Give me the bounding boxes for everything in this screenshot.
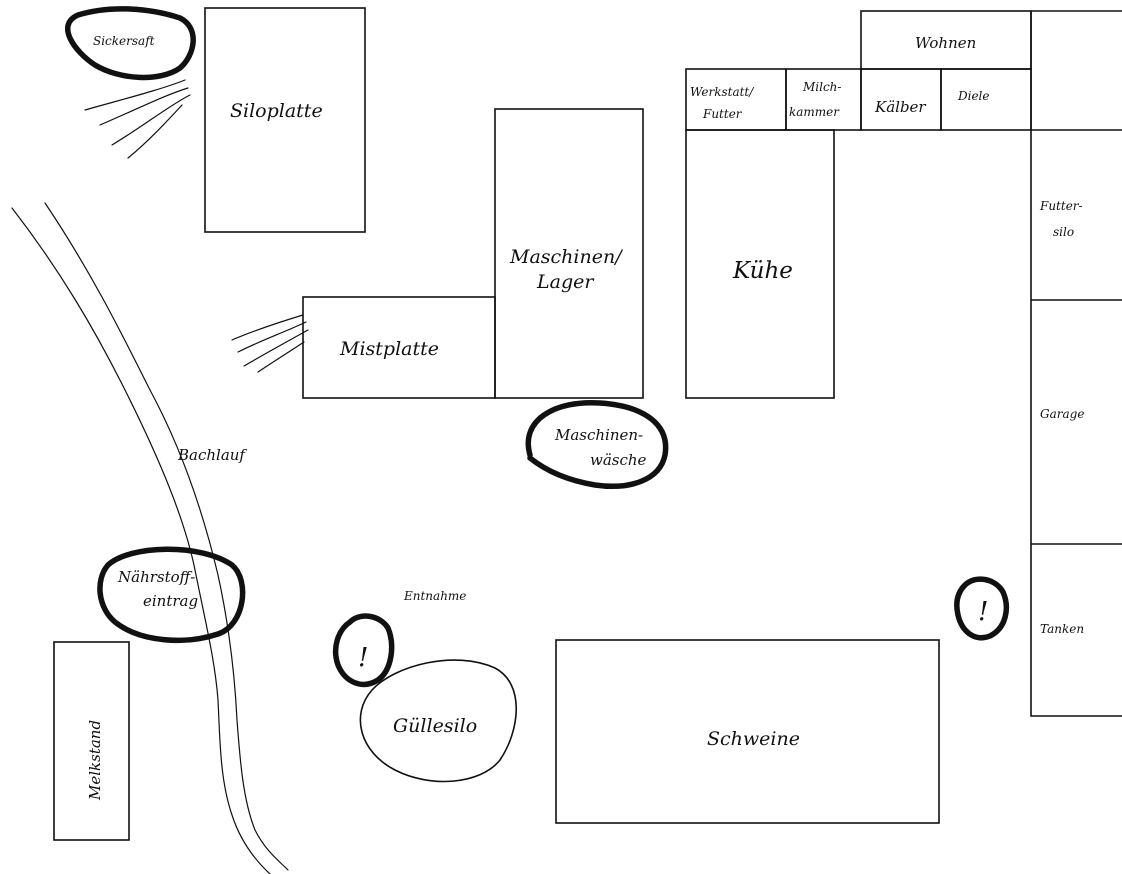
label-werkstatt-line1: Werkstatt/ bbox=[690, 85, 755, 99]
naehrstoffeintrag-highlight bbox=[97, 546, 246, 644]
milchkammer-room bbox=[785, 68, 862, 131]
sickersaft-highlight bbox=[65, 6, 196, 81]
label-naehrstoffeintrag-line2: eintrag bbox=[143, 592, 198, 610]
label-bachlauf: Bachlauf bbox=[177, 446, 247, 464]
guellesilo-tank bbox=[359, 659, 517, 783]
label-garage: Garage bbox=[1040, 407, 1084, 421]
entnahme-warning-mark: ! bbox=[358, 643, 368, 673]
label-milchkammer-line1: Milch- bbox=[802, 80, 841, 94]
tanken-warning-mark: ! bbox=[978, 597, 988, 627]
label-kuehe: Kühe bbox=[732, 258, 793, 284]
label-guellesilo: Güllesilo bbox=[393, 715, 477, 737]
label-maschinenwaesche-line1: Maschinen- bbox=[554, 426, 643, 444]
maschinenwaesche-highlight bbox=[525, 399, 669, 489]
kuehe-stall bbox=[685, 129, 835, 399]
mistplatte-runoff-lines bbox=[231, 314, 309, 373]
label-entnahme: Entnahme bbox=[403, 589, 466, 603]
label-diele: Diele bbox=[957, 89, 990, 103]
label-sickersaft: Sickersaft bbox=[93, 34, 155, 48]
label-tanken: Tanken bbox=[1040, 622, 1084, 636]
label-schweine: Schweine bbox=[707, 728, 800, 750]
right-building-strip bbox=[1030, 10, 1122, 717]
tanken-warning-highlight bbox=[954, 576, 1009, 641]
label-milchkammer-line2: kammer bbox=[789, 105, 840, 119]
label-mistplatte: Mistplatte bbox=[339, 338, 439, 360]
label-melkstand: Melkstand bbox=[86, 720, 104, 801]
schweine-stall bbox=[555, 639, 940, 824]
label-siloplatte: Siloplatte bbox=[230, 100, 323, 122]
label-kaelber: Kälber bbox=[874, 98, 926, 116]
entnahme-warning-highlight bbox=[332, 613, 395, 688]
maschinen-lager-building bbox=[494, 108, 644, 399]
label-futtersilo-line1: Futter- bbox=[1039, 199, 1083, 213]
melkstand-building bbox=[53, 641, 130, 841]
label-werkstatt-line2: Futter bbox=[702, 107, 743, 121]
label-futtersilo-line2: silo bbox=[1053, 225, 1074, 239]
stream-bachlauf bbox=[11, 202, 289, 874]
label-maschinen-lager-line2: Lager bbox=[536, 271, 595, 293]
label-naehrstoffeintrag-line1: Nährstoff- bbox=[117, 568, 195, 586]
label-wohnen: Wohnen bbox=[915, 34, 976, 52]
label-maschinenwaesche-line2: wäsche bbox=[590, 451, 647, 469]
label-maschinen-lager-line1: Maschinen/ bbox=[509, 246, 623, 268]
mistplatte-area bbox=[302, 296, 496, 399]
siloplatte-area bbox=[204, 7, 366, 233]
seepage-lines bbox=[84, 79, 191, 159]
